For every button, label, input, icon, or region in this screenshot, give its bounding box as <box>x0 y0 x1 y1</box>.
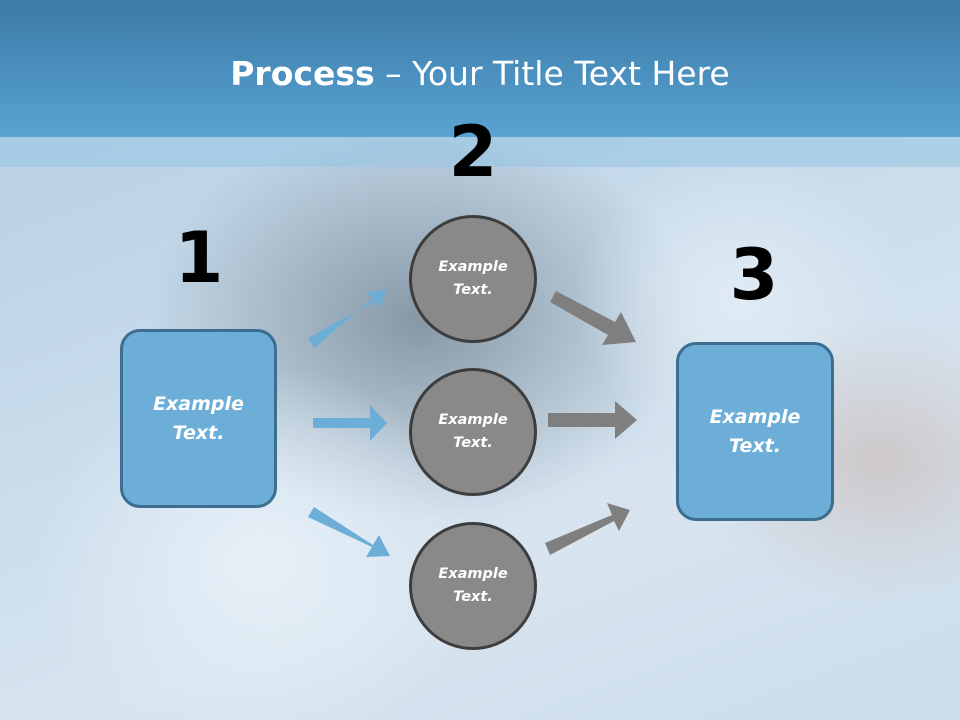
arrow-top-to-3 <box>550 291 636 345</box>
arrow-1-to-top <box>308 290 387 348</box>
arrow-middle-to-3 <box>548 401 637 439</box>
step-number-2: 2 <box>448 111 498 193</box>
step-3-box: Example Text. <box>676 342 834 521</box>
slide-title-rest: – Your Title Text Here <box>374 54 730 93</box>
arrow-1-to-bottom <box>308 507 390 557</box>
step-3-box-text: Example Text. <box>709 405 801 457</box>
title-bar-band <box>0 137 960 167</box>
arrow-1-to-middle <box>313 405 387 441</box>
step-2-circle-middle-text: Example Text. <box>438 412 508 451</box>
slide-title: Process – Your Title Text Here <box>0 52 960 96</box>
step-number-3: 3 <box>729 234 779 316</box>
arrow-bottom-to-3 <box>545 503 630 555</box>
step-2-circle-bottom-text: Example Text. <box>438 566 508 605</box>
step-2-circle-top-text: Example Text. <box>438 259 508 298</box>
step-number-1: 1 <box>174 217 224 299</box>
step-2-circle-top: Example Text. <box>409 215 537 343</box>
slide-title-bold: Process <box>230 54 375 93</box>
step-2-circle-middle: Example Text. <box>409 368 537 496</box>
step-1-box-text: Example Text. <box>153 392 244 444</box>
step-2-circle-bottom: Example Text. <box>409 522 537 650</box>
title-bar <box>0 0 960 137</box>
step-1-box: Example Text. <box>120 329 277 508</box>
